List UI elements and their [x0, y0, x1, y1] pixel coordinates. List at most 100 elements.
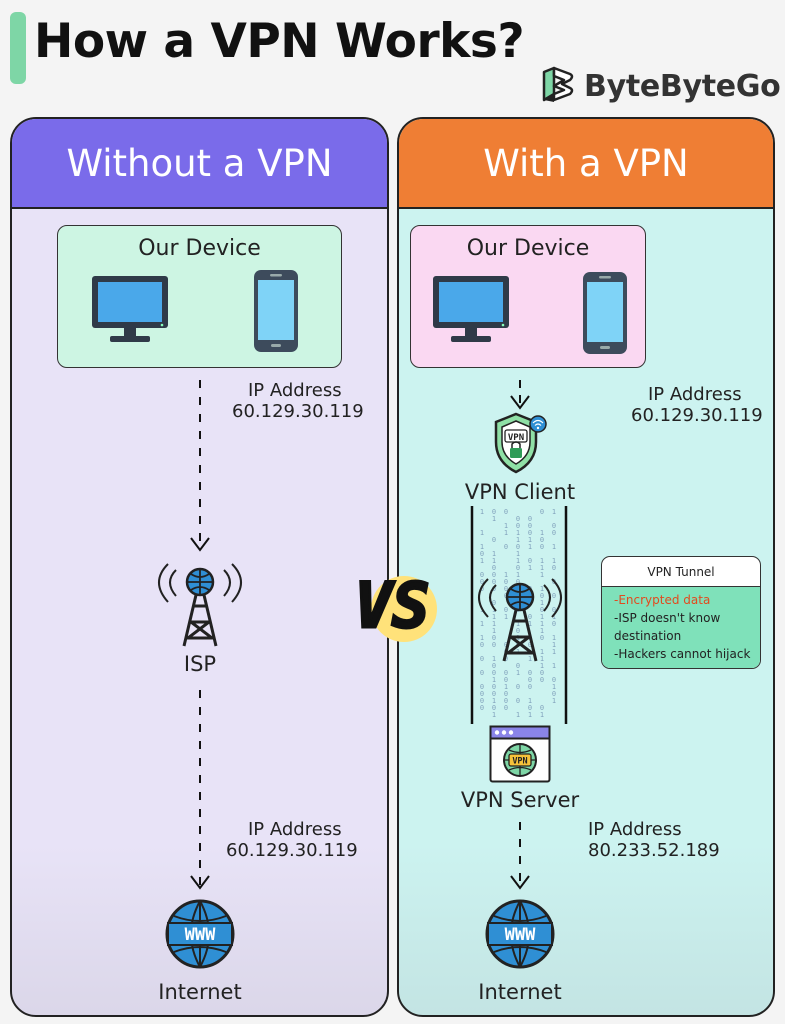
tunnel-bit: 1: [552, 557, 556, 565]
tunnel-bit: 1: [552, 648, 556, 656]
tunnel-bit: 1: [480, 529, 484, 537]
tunnel-bit: 1: [516, 711, 520, 719]
vs-text: VS: [355, 569, 430, 642]
tunnel-bit: 1: [540, 662, 544, 670]
tunnel-bit: 0: [480, 550, 484, 558]
ip-address-value: 80.233.52.189: [588, 840, 720, 861]
tunnel-bit: 0: [552, 522, 556, 530]
tunnel-bit: 0: [540, 508, 544, 516]
tunnel-bit: 1: [528, 543, 532, 551]
tunnel-bit: 1: [516, 557, 520, 565]
tunnel-bit: 1: [552, 662, 556, 670]
tunnel-bit: 1: [492, 655, 496, 663]
tunnel-bit: 1: [516, 620, 520, 628]
tunnel-bit: 0: [528, 641, 532, 649]
tunnel-bit: 1: [540, 648, 544, 656]
tunnel-bit: 1: [492, 711, 496, 719]
device-label: Our Device: [138, 236, 261, 261]
tunnel-bit: 0: [480, 641, 484, 649]
globe-text: WWW: [505, 925, 536, 945]
wifi-icon: [529, 415, 547, 433]
tunnel-bit: 1: [492, 676, 496, 684]
tunnel-bit: 0: [528, 704, 532, 712]
note-item-encrypted: -Encrypted data: [614, 593, 711, 607]
globe-www-icon: WWW: [485, 899, 555, 969]
tunnel-bit: 0: [480, 578, 484, 586]
tunnel-bit: 1: [492, 697, 496, 705]
tunnel-bit: 1: [540, 557, 544, 565]
tunnel-bit: 0: [492, 599, 496, 607]
tunnel-bit: 0: [480, 704, 484, 712]
tunnel-bit: 1: [540, 599, 544, 607]
tunnel-bit: 1: [504, 529, 508, 537]
tunnel-bit: 1: [480, 508, 484, 516]
tunnel-bit: 0: [552, 676, 556, 684]
note-item-destination: destination: [614, 629, 682, 643]
tunnel-bit: 1: [516, 550, 520, 558]
tunnel-bit: 1: [528, 655, 532, 663]
tunnel-bit: 0: [516, 543, 520, 551]
title-accent-bar: [10, 12, 26, 84]
tunnel-bit: 1: [552, 641, 556, 649]
tunnel-bit: 1: [552, 543, 556, 551]
tunnel-bit: 1: [492, 613, 496, 621]
tunnel-bit: 0: [540, 634, 544, 642]
left-connectors: [190, 380, 210, 890]
tunnel-bit: 0: [492, 634, 496, 642]
tunnel-bit: 1: [552, 508, 556, 516]
tunnel-bit: 0: [492, 585, 496, 593]
tunnel-bit: 0: [540, 536, 544, 544]
ip-address-label: IP Address: [248, 380, 342, 401]
tunnel-bit: 0: [504, 578, 508, 586]
tunnel-bit: 0: [516, 662, 520, 670]
tunnel-bit: 0: [552, 620, 556, 628]
tunnel-bit: 0: [528, 522, 532, 530]
tunnel-bit: 0: [516, 578, 520, 586]
note-item-isp: -ISP doesn't know: [614, 611, 721, 625]
tunnel-bit: 0: [540, 704, 544, 712]
tunnel-bit: 0: [504, 697, 508, 705]
tunnel-bit: 0: [492, 536, 496, 544]
tunnel-bit: 0: [528, 683, 532, 691]
tunnel-bit: 1: [504, 683, 508, 691]
tunnel-bit: 0: [504, 690, 508, 698]
browser-window-icon: VPN: [489, 725, 551, 783]
ip-address-value: 60.129.30.119: [232, 401, 364, 422]
tunnel-bit: 1: [492, 515, 496, 523]
tunnel-bit: 0: [492, 508, 496, 516]
tunnel-bit: 0: [528, 613, 532, 621]
tunnel-bit: 0: [480, 571, 484, 579]
vpn-tunnel-note-title: VPN Tunnel: [602, 557, 760, 587]
tunnel-bit: 0: [492, 578, 496, 586]
tunnel-bit: 1: [552, 697, 556, 705]
tunnel-bit: 0: [552, 592, 556, 600]
tunnel-bit: 0: [480, 690, 484, 698]
globe-text: WWW: [185, 925, 216, 945]
vpn-badge-client: VPN: [508, 433, 524, 443]
shield-lock-icon: VPN: [494, 412, 547, 474]
tunnel-bit: 0: [540, 676, 544, 684]
tunnel-bit: 0: [504, 606, 508, 614]
tunnel-bit: 0: [504, 669, 508, 677]
phone-icon: [254, 270, 298, 352]
tunnel-bit: 0: [528, 557, 532, 565]
tunnel-bit: 1: [492, 557, 496, 565]
tunnel-bit: 0: [492, 704, 496, 712]
tunnel-bit: 0: [528, 529, 532, 537]
panel-heading-with-vpn: With a VPN: [399, 119, 773, 209]
tunnel-bit: 0: [552, 564, 556, 572]
tunnel-bit: 1: [516, 536, 520, 544]
tunnel-bit: 1: [528, 564, 532, 572]
tunnel-bit: 1: [492, 620, 496, 628]
tunnel-bit: 0: [504, 508, 508, 516]
tunnel-bit: 0: [528, 515, 532, 523]
tunnel-bit: 1: [492, 627, 496, 635]
panel-fade: [399, 845, 773, 1015]
vpn-tunnel-note-body: -Encrypted data -ISP doesn't know destin…: [602, 587, 760, 668]
tunnel-bit: 1: [540, 564, 544, 572]
tunnel-bit: 0: [504, 641, 508, 649]
tunnel-bit: 0: [504, 676, 508, 684]
tunnel-bit: 1: [540, 627, 544, 635]
phone-icon: [583, 272, 627, 354]
